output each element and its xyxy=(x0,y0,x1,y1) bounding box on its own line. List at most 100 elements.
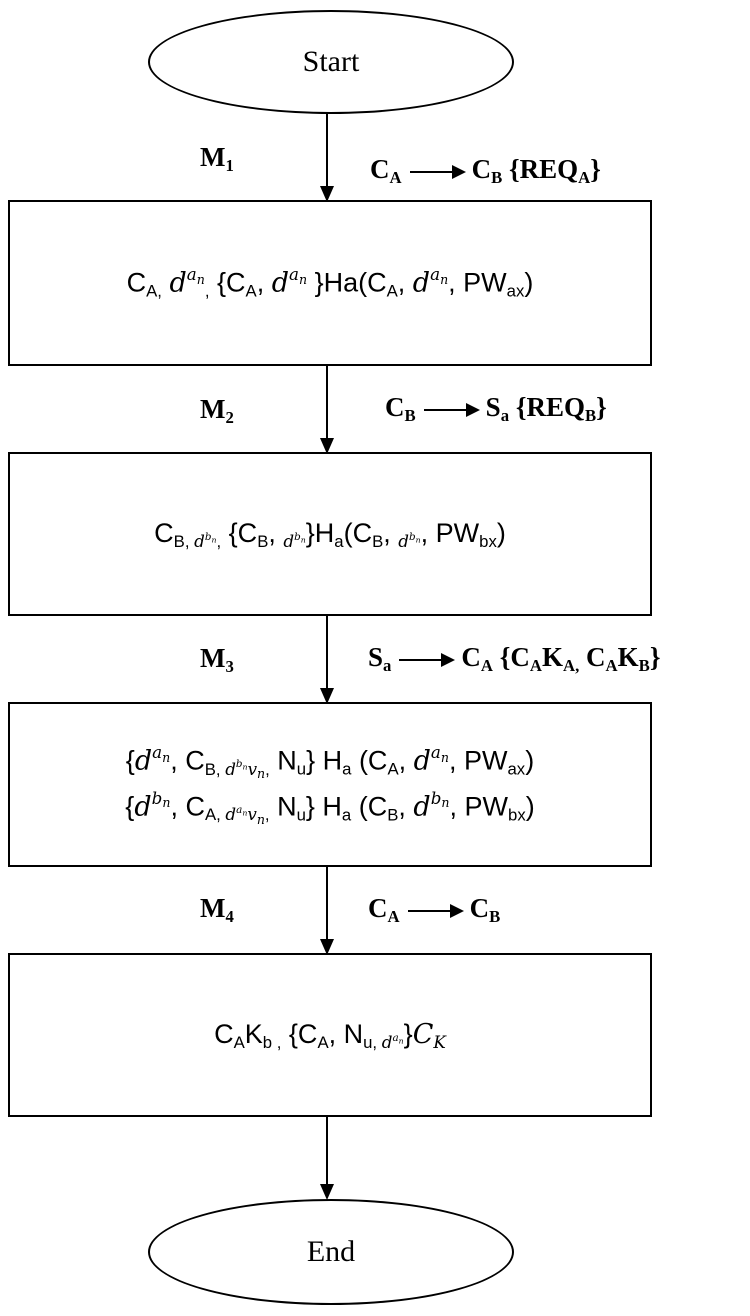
text-run: A xyxy=(386,281,398,301)
text-run: u xyxy=(296,759,307,779)
subscript: B xyxy=(387,805,398,824)
text-run: } H xyxy=(306,745,343,776)
subscript: dbn xyxy=(283,530,306,551)
text-run: u xyxy=(296,805,306,825)
subscript: n xyxy=(211,535,216,544)
superscript: an xyxy=(236,804,247,817)
superscript: bn xyxy=(205,531,217,544)
math-symbol: n xyxy=(196,271,205,287)
math-symbol: d xyxy=(225,804,237,825)
subscript: B, dbnvn, xyxy=(205,758,270,782)
text-run: , xyxy=(383,517,399,548)
text-run: C xyxy=(461,642,481,672)
subscript: n xyxy=(416,535,421,544)
math-symbol: d xyxy=(381,1031,393,1052)
math-symbol: n xyxy=(441,795,450,811)
text-run: , PW xyxy=(420,517,480,548)
subscript: u, dan xyxy=(363,1031,404,1052)
text-run: (C xyxy=(343,517,373,548)
text-run: , PW xyxy=(448,267,507,298)
subscript: b , xyxy=(263,1033,282,1052)
math-symbol: d xyxy=(134,791,152,823)
math-symbol: b xyxy=(430,787,442,808)
text-run: }H xyxy=(305,517,335,548)
subscript: a xyxy=(383,656,391,675)
step-box-3: {dan, CB, dbnvn, Nu} Ha (CA, dan, PWax) … xyxy=(8,702,652,867)
text-run: C xyxy=(471,154,492,184)
text-run: , N xyxy=(328,1018,364,1049)
text-run: B xyxy=(387,805,399,825)
formula-line: CB, dbn, {CB, dbn}Ha(CB, dbn, PWbx) xyxy=(154,515,506,553)
text-run: 1 xyxy=(225,156,234,176)
math-symbol: a xyxy=(430,263,441,284)
formula-line: CAKb , {CA, Nu, dan}CK xyxy=(214,1016,446,1054)
subscript: n xyxy=(242,808,247,817)
text-run: {REQ xyxy=(502,154,579,184)
text-run: , xyxy=(268,517,284,548)
math-symbol: n xyxy=(162,795,171,811)
text-run: bx xyxy=(508,805,526,825)
subscript: n xyxy=(440,272,448,287)
text-run: A xyxy=(233,1032,245,1052)
arrowhead-1 xyxy=(320,186,334,202)
arrow-right-icon xyxy=(399,652,456,667)
math-symbol: a xyxy=(152,741,163,762)
text-run: B xyxy=(372,531,384,551)
message-label-m1: M1 xyxy=(200,142,234,176)
math-symbol: d xyxy=(412,267,431,299)
text-run: , xyxy=(216,531,222,551)
text-run: a xyxy=(342,759,352,779)
math-symbol: n xyxy=(256,811,265,827)
superscript: an xyxy=(430,263,448,287)
message-label-m3: M3 xyxy=(200,643,234,677)
text-run: (C xyxy=(351,791,388,822)
text-run: {REQ xyxy=(509,392,585,422)
math-symbol: d xyxy=(413,745,431,777)
subscript: dbn xyxy=(398,530,421,551)
math-symbol: d xyxy=(398,530,409,551)
subscript: A, xyxy=(146,282,162,301)
text-run: {C xyxy=(493,642,530,672)
math-symbol: b xyxy=(294,530,301,543)
subscript: B xyxy=(585,406,596,425)
subscript: A, xyxy=(563,656,579,675)
arrow-right-icon xyxy=(407,903,464,918)
subscript: bx xyxy=(508,805,526,824)
text-run: K xyxy=(244,1018,263,1049)
text-run: a xyxy=(334,531,344,551)
subscript: ax xyxy=(508,760,526,779)
text-run: } H xyxy=(305,791,342,822)
subscript: n xyxy=(162,795,171,811)
text-run: bx xyxy=(479,531,497,551)
subscript: n xyxy=(441,750,449,765)
math-symbol: b xyxy=(151,787,163,808)
text-run: A xyxy=(529,656,542,676)
start-node: Start xyxy=(148,10,514,114)
text-run: b , xyxy=(262,1032,282,1052)
text-run: } xyxy=(590,154,601,184)
text-run: , xyxy=(256,267,272,298)
text-run: N xyxy=(269,745,297,776)
math-symbol: n xyxy=(415,534,421,544)
superscript: bn xyxy=(409,531,421,544)
math-symbol: a xyxy=(430,741,441,762)
text-run: B xyxy=(638,656,650,676)
math-symbol: n xyxy=(162,749,171,765)
text-run: a xyxy=(383,656,392,676)
subscript: A xyxy=(246,282,257,301)
formula-line: {dan, CB, dbnvn, Nu} Ha (CA, dan, PWax) xyxy=(126,739,534,785)
math-symbol: v xyxy=(247,758,258,779)
text-run: , PW xyxy=(449,791,509,822)
superscript: bn xyxy=(294,530,306,544)
subscript: n xyxy=(162,749,171,765)
text-run: K xyxy=(541,642,563,672)
math-symbol: n xyxy=(257,766,266,782)
superscript: an xyxy=(430,741,449,765)
math-symbol: d xyxy=(225,758,236,779)
subscript: n xyxy=(301,535,306,544)
text-run: {C xyxy=(281,1018,318,1049)
arrowhead-4 xyxy=(320,939,334,955)
subscript: n xyxy=(256,811,265,827)
math-symbol: d xyxy=(271,267,289,299)
